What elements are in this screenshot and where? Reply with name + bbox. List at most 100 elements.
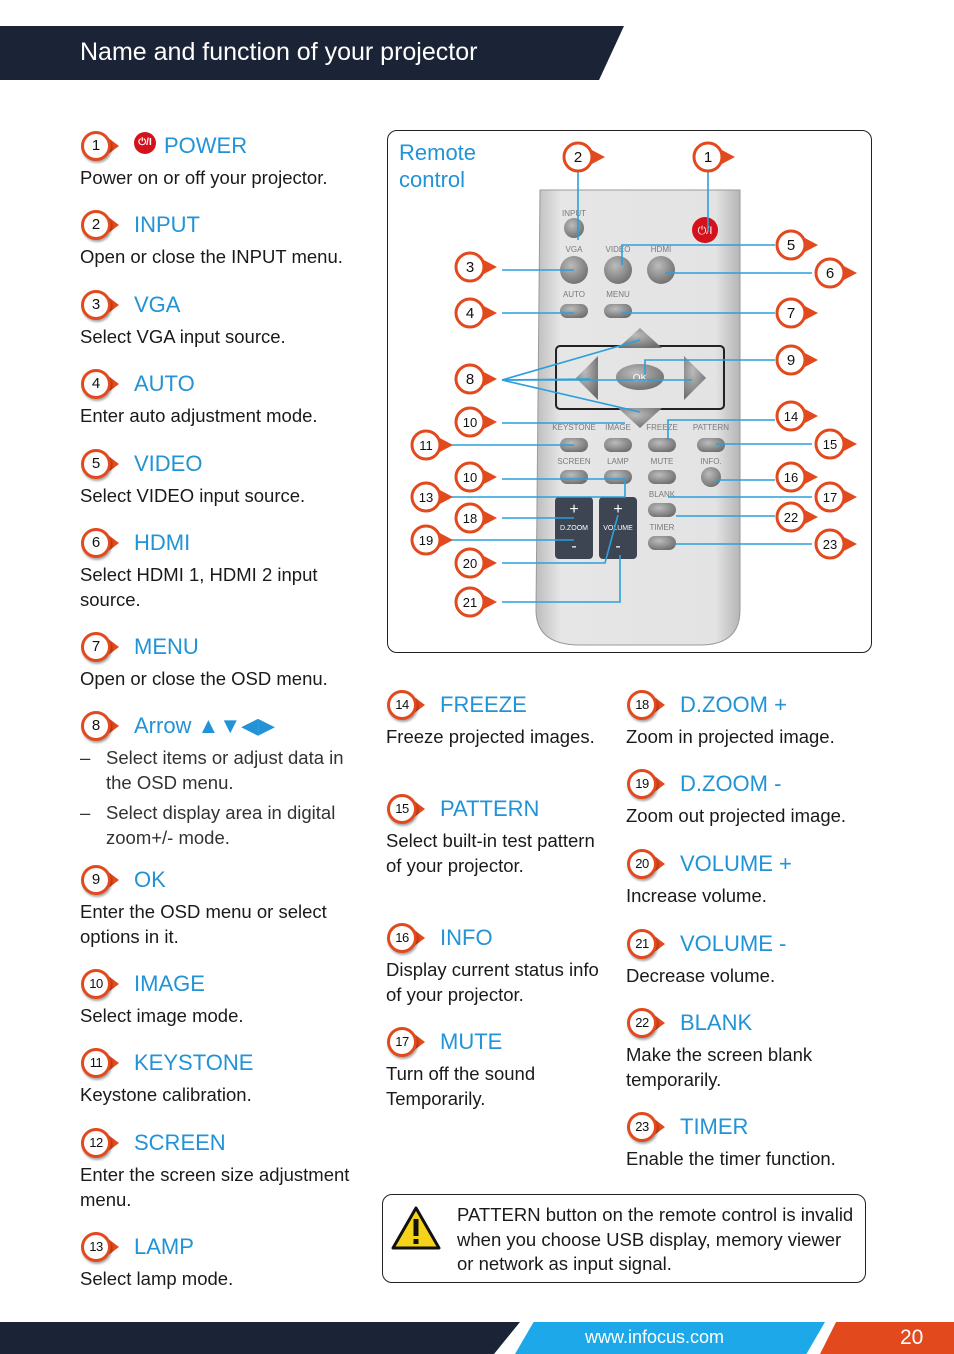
remote-button-label: TIMER bbox=[650, 523, 675, 532]
callout-badge: 9 bbox=[775, 344, 818, 376]
callout-number: 4 bbox=[466, 305, 474, 322]
callout-badge: 10 bbox=[454, 406, 497, 438]
number-badge: 23 bbox=[626, 1111, 665, 1147]
callout-circle bbox=[814, 528, 846, 560]
item-description: Select HDMI 1, HDMI 2 input source. bbox=[80, 564, 318, 610]
item-description: Select VIDEO input source. bbox=[80, 485, 306, 506]
item-description: Zoom out projected image. bbox=[626, 805, 847, 826]
item-description: Make the screen blank temporarily. bbox=[626, 1044, 813, 1090]
item-heading: 20 VOLUME + bbox=[626, 848, 886, 884]
callout-circle bbox=[775, 344, 807, 376]
item-description: Enter the screen size adjustment menu. bbox=[80, 1164, 350, 1210]
callout-circle bbox=[454, 547, 486, 579]
badge-number: 3 bbox=[91, 296, 101, 313]
number-badge: 20 bbox=[626, 848, 665, 884]
callout-line bbox=[501, 379, 641, 413]
item-title: KEYSTONE bbox=[134, 1050, 254, 1075]
footer-url[interactable]: www.infocus.com bbox=[585, 1327, 725, 1347]
callout-number: 15 bbox=[823, 437, 837, 452]
callout-circle bbox=[775, 229, 807, 261]
remote-source-button bbox=[647, 256, 675, 284]
remote-arrow-right bbox=[684, 356, 706, 400]
item-title: INFO bbox=[440, 925, 493, 950]
badge-number: 10 bbox=[89, 976, 103, 991]
item-title: VGA bbox=[134, 292, 181, 317]
item-title: VOLUME + bbox=[680, 851, 792, 876]
item-description: Enable the timer function. bbox=[626, 1148, 836, 1169]
remote-button-label: BLANK bbox=[649, 490, 676, 499]
callout-number: 5 bbox=[787, 237, 795, 254]
remote-button-label: VGA bbox=[566, 245, 584, 254]
power-icon: ⏻/I bbox=[134, 132, 156, 154]
remote-pill-button bbox=[604, 304, 632, 318]
badge-number: 21 bbox=[635, 936, 649, 951]
remote-ok-button bbox=[616, 364, 664, 390]
item-description: Select image mode. bbox=[80, 1005, 244, 1026]
remote-button-label: KEYSTONE bbox=[552, 423, 595, 432]
remote-pill-button bbox=[560, 304, 588, 318]
item-title: LAMP bbox=[134, 1234, 194, 1259]
badge-number: 17 bbox=[395, 1034, 409, 1049]
badge-circle bbox=[81, 131, 111, 161]
callout-number: 11 bbox=[419, 438, 433, 453]
callout-circle bbox=[454, 461, 486, 493]
badge-number: 14 bbox=[395, 697, 409, 712]
callout-number: 1 bbox=[704, 149, 712, 166]
number-badge: 22 bbox=[626, 1007, 665, 1043]
item-description: Power on or off your projector. bbox=[80, 167, 328, 188]
remote-pill-button bbox=[697, 438, 725, 452]
callout-number: 2 bbox=[574, 149, 582, 166]
item-title: FREEZE bbox=[440, 692, 527, 717]
item-title: HDMI bbox=[134, 530, 191, 555]
callout-badge: 6 bbox=[814, 257, 857, 289]
item-description: Decrease volume. bbox=[626, 965, 776, 986]
badge-circle bbox=[627, 929, 657, 959]
callout-number: 16 bbox=[784, 470, 798, 485]
badge-circle bbox=[81, 369, 111, 399]
badge-circle bbox=[627, 769, 657, 799]
remote-button-label: OK bbox=[633, 373, 648, 384]
remote-input-button bbox=[564, 218, 584, 238]
number-badge: 21 bbox=[626, 928, 665, 964]
remote-button-label: IMAGE bbox=[605, 423, 631, 432]
callout-badge: 18 bbox=[454, 502, 497, 534]
callout-number: 13 bbox=[419, 490, 433, 505]
item-bullets: Select items or adjust data in the OSD m… bbox=[80, 746, 360, 850]
item-title: Arrow ▲▼◀▶ bbox=[134, 713, 275, 738]
badge-circle bbox=[387, 1027, 417, 1057]
callout-badge: 13 bbox=[410, 481, 453, 513]
remote-button-label: INPUT bbox=[562, 209, 586, 218]
remote-pill-button bbox=[604, 438, 632, 452]
badge-number: 18 bbox=[635, 697, 649, 712]
number-badge: 17 bbox=[386, 1026, 425, 1062]
badge-number: 16 bbox=[395, 930, 409, 945]
item-title: SCREEN bbox=[134, 1130, 226, 1155]
remote-button-label: VIDEO bbox=[606, 245, 631, 254]
number-badge: 19 bbox=[626, 768, 665, 804]
callout-number: 8 bbox=[466, 371, 474, 388]
callout-line bbox=[441, 480, 626, 498]
callout-badge: 17 bbox=[814, 481, 857, 513]
callout-circle bbox=[775, 400, 807, 432]
callout-badge: 15 bbox=[814, 428, 857, 460]
callout-badge: 19 bbox=[410, 524, 453, 556]
item-title: VIDEO bbox=[134, 451, 203, 476]
callout-line bbox=[502, 514, 619, 564]
remote-pill-button bbox=[560, 470, 588, 484]
